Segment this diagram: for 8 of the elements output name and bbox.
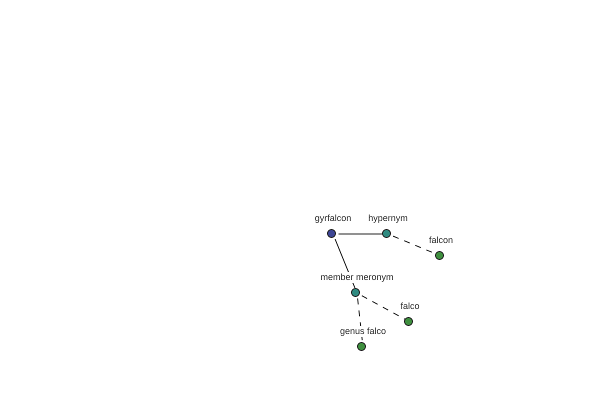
connector-line [361, 295, 406, 320]
node-label: member meronym [320, 272, 394, 283]
node-label: falco [400, 301, 420, 312]
node-label: falcon [428, 235, 454, 246]
node-label: gyrfalcon [314, 213, 352, 224]
node-label: hypernym [368, 213, 408, 224]
node-label: genus falco [340, 326, 386, 337]
connector-line [357, 298, 363, 342]
